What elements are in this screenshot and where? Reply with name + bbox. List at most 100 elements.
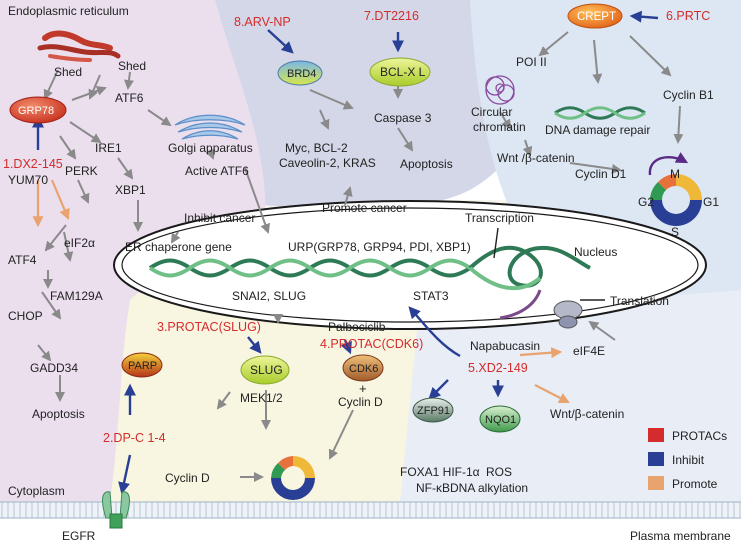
label-active-atf6: Active ATF6 — [185, 164, 249, 178]
label-translation: Translation — [610, 294, 669, 308]
label-drug-protac-slug: 3.PROTAC(SLUG) — [157, 320, 261, 334]
label-eif2a: eIF2α — [64, 236, 95, 250]
label-grp78: GRP78 — [18, 105, 54, 117]
label-cytoplasm: Cytoplasm — [8, 484, 65, 498]
label-snai2: SNAI2, SLUG — [232, 289, 306, 303]
label-wnt-top: Wnt /β-catenin — [497, 151, 575, 165]
label-xbp1: XBP1 — [115, 183, 146, 197]
node-grp78 — [9, 96, 67, 124]
label-perk: PERK — [65, 164, 98, 178]
label-brd4-targets-1: Myc, BCL-2 — [285, 141, 348, 155]
label-er-chaperone: ER chaperone gene — [125, 240, 232, 254]
label-inhibit-cancer: Inhibit cancer — [184, 211, 255, 225]
label-cdk6: CDK6 — [349, 363, 378, 375]
cell-cycle-arrow — [648, 152, 689, 176]
label-cycle-g1: G1 — [703, 195, 719, 209]
label-zfp91: ZFP91 — [417, 405, 450, 417]
label-cyclin-d-right: Cyclin D — [338, 395, 383, 409]
label-wnt-bottom: Wnt/β-catenin — [550, 407, 624, 421]
label-cycle-g2: G2 — [638, 195, 654, 209]
label-dna-repair: DNA damage repair — [545, 123, 650, 137]
cell-cycle-donut-bottom — [271, 456, 315, 500]
label-mek: MEK1/2 — [240, 391, 283, 405]
label-slug: SLUG — [250, 363, 283, 377]
label-circular-1: Circular — [471, 105, 512, 119]
label-drug-dp-c: 2.DP-C 1-4 — [103, 431, 166, 445]
label-apoptosis-mid: Apoptosis — [400, 157, 453, 171]
label-drug-xd2-149: 5.XD2-149 — [468, 361, 528, 375]
chromatin-icon — [485, 75, 515, 105]
label-shed-left: Shed — [54, 65, 82, 79]
promote-arrows — [32, 179, 570, 404]
label-plus: + — [359, 381, 367, 396]
legend-label-protacs: PROTACs — [672, 429, 727, 443]
label-napabucasin: Napabucasin — [470, 339, 540, 353]
label-nucleus: Nucleus — [574, 245, 617, 259]
label-plasma-membrane: Plasma membrane — [630, 529, 731, 543]
golgi-icon — [174, 114, 246, 140]
label-cyclin-d1: Cyclin D1 — [575, 167, 627, 181]
label-atf4: ATF4 — [8, 253, 37, 267]
node-cdk6 — [342, 354, 384, 382]
label-poi2: POI II — [516, 55, 547, 69]
legend-swatch-inhibit — [648, 452, 664, 466]
node-crept — [567, 3, 623, 29]
node-zfp91 — [412, 397, 454, 423]
dna-repair-icon — [554, 106, 646, 120]
node-parp — [121, 352, 163, 378]
label-drug-dt2216: 7.DT2216 — [364, 9, 419, 23]
egfr-receptor-icon — [102, 491, 130, 529]
label-drug-protac-cdk6: 4.PROTAC(CDK6) — [320, 337, 423, 351]
plasma-membrane — [0, 502, 741, 518]
dna-helix — [148, 245, 591, 320]
label-dna-alkylation: DNA alkylation — [450, 481, 528, 495]
label-apoptosis-er: Apoptosis — [32, 407, 85, 421]
node-slug — [240, 355, 290, 385]
label-stat3: STAT3 — [413, 289, 449, 303]
label-transcription: Transcription — [465, 211, 534, 225]
label-nfkb: NF-κB — [416, 481, 450, 495]
callout-lines — [493, 227, 605, 301]
label-promote-cancer: Promote cancer — [322, 201, 407, 215]
label-nqo1: NQO1 — [485, 414, 516, 426]
label-cyclin-d-left: Cyclin D — [165, 471, 210, 485]
legend-label-promote: Promote — [672, 477, 718, 491]
label-circular-2: chromatin — [473, 120, 526, 134]
label-eif4e: eIF4E — [573, 344, 605, 358]
label-drug-prtc: 6.PRTC — [666, 9, 710, 23]
label-yum70: YUM70 — [8, 173, 48, 187]
label-golgi: Golgi apparatus — [168, 141, 253, 155]
label-brd4-targets-2: Caveolin-2, KRAS — [279, 156, 376, 170]
label-ire1: IRE1 — [95, 141, 122, 155]
nucleus-cancer-arrows — [170, 231, 181, 244]
ribosome-icon — [553, 300, 583, 329]
label-shed-right: Shed — [118, 59, 146, 73]
node-brd4 — [277, 60, 323, 86]
label-parp: PARP — [128, 360, 157, 372]
node-nqo1 — [479, 405, 521, 433]
label-palbociclib: Palbociclib — [328, 320, 386, 334]
label-chop: CHOP — [8, 309, 43, 323]
legend-swatch-promote — [648, 476, 664, 490]
label-caspase3: Caspase 3 — [374, 111, 432, 125]
label-foxa1: FOXA1 HIF-1α — [400, 465, 480, 479]
label-crept: CREPT — [577, 11, 616, 23]
legend-label-inhibit: Inhibit — [672, 453, 705, 467]
label-cycle-m: M — [670, 167, 680, 181]
legend-swatch-protacs — [648, 428, 664, 442]
cell-cycle-donut-right — [650, 174, 702, 226]
label-er: Endoplasmic reticulum — [8, 4, 129, 18]
label-gadd34: GADD34 — [30, 361, 78, 375]
label-drug-dx2-145: 1.DX2-145 — [3, 157, 63, 171]
label-cyclin-b1: Cyclin B1 — [663, 88, 714, 102]
label-atf6: ATF6 — [115, 91, 144, 105]
label-fam129a: FAM129A — [50, 289, 103, 303]
label-egfr: EGFR — [62, 529, 96, 543]
label-ros: ROS — [486, 465, 512, 479]
label-cycle-s: S — [671, 225, 679, 239]
label-drug-arv-np: 8.ARV-NP — [234, 15, 291, 29]
node-bclxl — [369, 57, 431, 87]
label-urp: URP(GRP78, GRP94, PDI, XBP1) — [288, 240, 471, 254]
